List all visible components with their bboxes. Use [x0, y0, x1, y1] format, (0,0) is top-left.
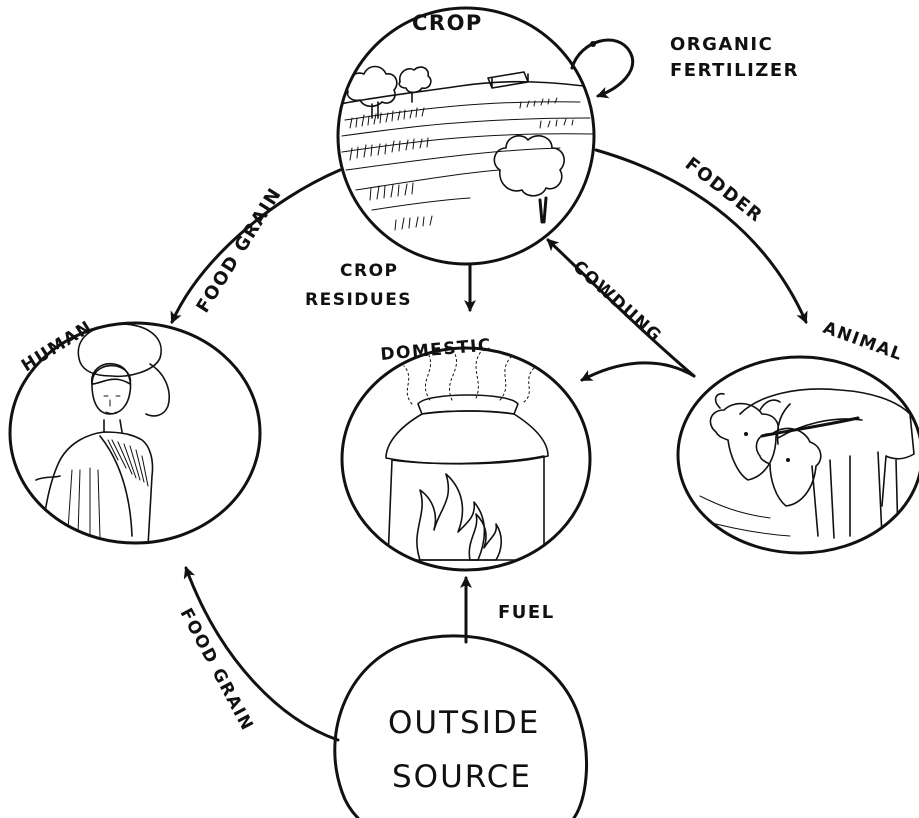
crop-residues-label-1: CROP	[340, 261, 398, 281]
fertilizer-label: FERTILIZER	[670, 60, 799, 81]
domestic-label: DOMESTIC	[380, 335, 493, 365]
outside-source-node: OUTSIDE SOURCE	[333, 634, 589, 818]
cooking-pot-fire-illustration	[385, 348, 549, 561]
animal-node: ANIMAL	[676, 318, 919, 555]
cowdung-to-crop-flow: COWDUNG	[546, 238, 696, 378]
organic-label: ORGANIC	[670, 34, 773, 55]
animal-label: ANIMAL	[820, 318, 905, 365]
human-node: HUMAN	[8, 317, 262, 545]
bullocks-illustration	[699, 388, 915, 539]
fodder-flow: FODDER	[594, 148, 808, 324]
domestic-node: DOMESTIC	[340, 335, 592, 572]
organic-fertilizer-flow: ORGANIC FERTILIZER	[570, 34, 799, 99]
crop-residues-flow: CROP RESIDUES	[305, 261, 476, 312]
cowdung-label: COWDUNG	[569, 257, 666, 347]
crop-residues-label-2: RESIDUES	[305, 290, 412, 310]
human-label: HUMAN	[18, 317, 96, 376]
crop-label: CROP	[412, 11, 483, 35]
food-grain-outside-flow: FOOD GRAIN	[176, 566, 340, 742]
fuel-label: FUEL	[498, 602, 555, 623]
crop-field-illustration	[339, 65, 594, 231]
crop-node: CROP	[336, 6, 596, 266]
outside-label: OUTSIDE	[388, 705, 540, 741]
woman-with-pot-illustration	[35, 323, 170, 543]
fuel-flow: FUEL	[460, 576, 555, 644]
source-label: SOURCE	[392, 759, 532, 795]
cowdung-to-domestic-flow	[580, 361, 696, 382]
food-grain-top-label: FOOD GRAIN	[192, 184, 286, 317]
